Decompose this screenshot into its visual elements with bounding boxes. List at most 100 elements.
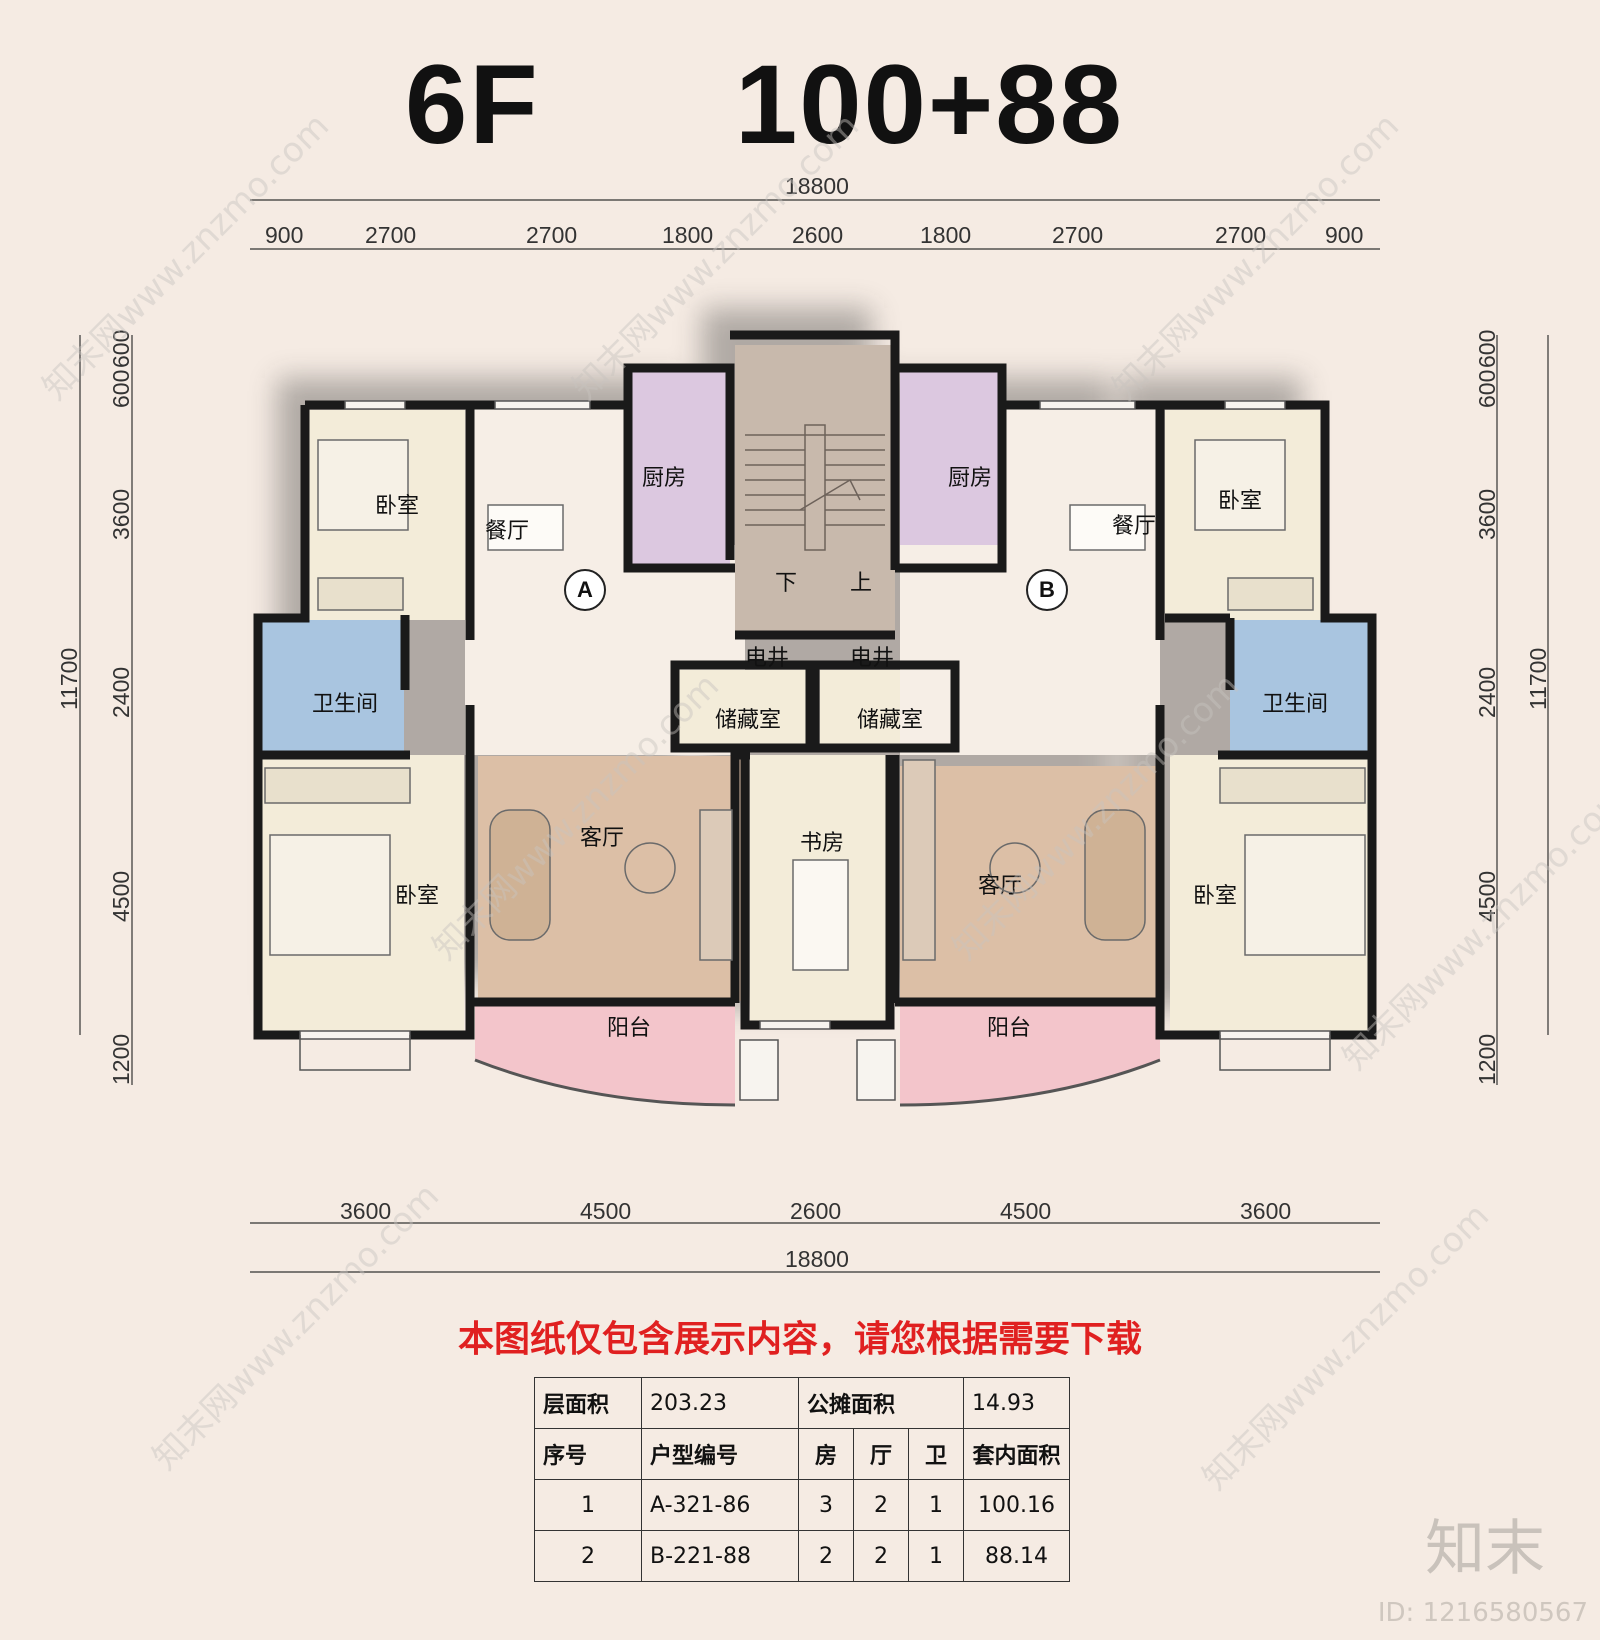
room-bedroom-a-bottom: 卧室 bbox=[395, 884, 440, 909]
bed-b-bottom bbox=[1244, 834, 1366, 956]
brand-logo: 知末 bbox=[1425, 1514, 1545, 1584]
image-id: ID: 1216580567 bbox=[1377, 1598, 1588, 1628]
unit-a-marker-circle bbox=[564, 569, 606, 611]
dim-bottom-2: 4500 bbox=[580, 1198, 632, 1224]
dim-left-2: 600 bbox=[108, 369, 134, 408]
dim-left-6: 1200 bbox=[108, 1033, 134, 1085]
download-notice: 本图纸仅包含展示内容，请您根据需要下载 bbox=[457, 1319, 1142, 1360]
room-shaft-b: 电井 bbox=[850, 646, 895, 671]
dim-top-9: 900 bbox=[1325, 222, 1364, 248]
dim-top-8: 2700 bbox=[1215, 222, 1267, 248]
dim-top-5: 2600 bbox=[792, 222, 844, 248]
col-no: 序号 bbox=[534, 1428, 642, 1480]
room-balcony-b: 阳台 bbox=[987, 1016, 1032, 1041]
dim-bottom-1: 3600 bbox=[340, 1198, 392, 1224]
dim-top-7: 2700 bbox=[1052, 222, 1104, 248]
row-code: A-321-86 bbox=[641, 1479, 799, 1531]
balcony-b-fill bbox=[900, 1003, 1160, 1105]
wardrobe-a-bottom bbox=[264, 767, 411, 804]
row-rooms: 3 bbox=[798, 1479, 854, 1531]
col-area: 套内面积 bbox=[963, 1428, 1070, 1480]
dim-right-1: 600 bbox=[1474, 329, 1500, 368]
room-living-a: 客厅 bbox=[580, 826, 625, 851]
room-living-b: 客厅 bbox=[978, 874, 1023, 899]
wardrobe-a-top bbox=[317, 577, 404, 611]
room-kitchen-a: 厨房 bbox=[642, 466, 687, 491]
dim-overall-bottom: 18800 bbox=[785, 1246, 849, 1272]
shared-area-label: 公摊面积 bbox=[798, 1377, 964, 1429]
wardrobe-b-bottom bbox=[1219, 767, 1366, 804]
bathroom-a-fill bbox=[262, 620, 404, 755]
dining-table-b bbox=[1069, 504, 1146, 551]
room-bedroom-b-bottom: 卧室 bbox=[1193, 884, 1238, 909]
dim-left-overall: 11700 bbox=[56, 647, 82, 710]
dim-right-4: 2400 bbox=[1474, 666, 1500, 718]
dim-top-3: 2700 bbox=[526, 222, 578, 248]
dim-right-5: 4500 bbox=[1474, 870, 1500, 922]
dim-top-2: 2700 bbox=[365, 222, 417, 248]
room-stair-down: 下 bbox=[775, 571, 798, 596]
balcony-a-fill bbox=[475, 1003, 735, 1105]
dim-left-5: 4500 bbox=[108, 870, 134, 922]
dim-right-3: 3600 bbox=[1474, 488, 1500, 540]
floor-area-label: 层面积 bbox=[534, 1377, 642, 1429]
room-balcony-a: 阳台 bbox=[607, 1016, 652, 1041]
kitchen-a-fill bbox=[628, 370, 730, 568]
kitchen-b-fill bbox=[900, 370, 1002, 568]
dim-left-1: 600 bbox=[108, 329, 134, 368]
bed-a-top bbox=[317, 439, 409, 531]
floor-area-value: 203.23 bbox=[641, 1377, 799, 1429]
row-area: 100.16 bbox=[963, 1479, 1070, 1531]
area-table: 层面积 203.23 公摊面积 14.93 序号 户型编号 房 厅 卫 套内面积… bbox=[534, 1377, 1070, 1582]
row-baths: 1 bbox=[908, 1530, 964, 1582]
unit-a-label: A bbox=[577, 577, 593, 602]
room-stair-up: 上 bbox=[850, 571, 873, 596]
row-code: B-221-88 bbox=[641, 1530, 799, 1582]
table-row: 1 A-321-86 3 2 1 100.16 bbox=[534, 1479, 1070, 1531]
dining-table-a bbox=[487, 504, 564, 551]
unit-combo-label: 100+88 bbox=[735, 42, 1124, 167]
room-storage-b: 储藏室 bbox=[857, 708, 924, 733]
dim-overall-top: 18800 bbox=[785, 173, 849, 199]
dim-bottom-3: 2600 bbox=[790, 1198, 842, 1224]
room-shaft-a: 电井 bbox=[745, 646, 790, 671]
col-baths: 卫 bbox=[908, 1428, 964, 1480]
bed-b-top bbox=[1194, 439, 1286, 531]
stair-flights bbox=[745, 424, 885, 551]
unit-b-label: B bbox=[1039, 577, 1055, 602]
hall-b-fill bbox=[900, 545, 1160, 755]
walls bbox=[253, 330, 1377, 1040]
dim-bottom-5: 3600 bbox=[1240, 1198, 1292, 1224]
dim-top-6: 1800 bbox=[920, 222, 972, 248]
wardrobe-b-top bbox=[1227, 577, 1314, 611]
storage-a-fill bbox=[678, 670, 808, 745]
dim-left-4: 2400 bbox=[108, 666, 134, 718]
desk-study bbox=[792, 859, 849, 971]
tv-cabinet-b bbox=[902, 759, 936, 961]
stair-fill bbox=[735, 345, 895, 635]
dimension-lines bbox=[79, 199, 1549, 1273]
room-bedroom-b-top: 卧室 bbox=[1218, 489, 1263, 514]
unit-b-marker-circle bbox=[1026, 569, 1068, 611]
room-kitchen-b: 厨房 bbox=[948, 466, 993, 491]
sofa-a bbox=[489, 809, 551, 941]
row-area: 88.14 bbox=[963, 1530, 1070, 1582]
row-rooms: 2 bbox=[798, 1530, 854, 1582]
tv-cabinet-a bbox=[699, 809, 733, 961]
room-bathroom-a: 卫生间 bbox=[312, 692, 379, 717]
room-dining-a: 餐厅 bbox=[485, 519, 530, 544]
area-summary-row: 层面积 203.23 公摊面积 14.93 bbox=[534, 1377, 1070, 1429]
bathroom-b-fill bbox=[1230, 620, 1372, 755]
col-halls: 厅 bbox=[853, 1428, 909, 1480]
table-row: 2 B-221-88 2 2 1 88.14 bbox=[534, 1530, 1070, 1582]
room-storage-a: 储藏室 bbox=[715, 708, 782, 733]
dim-right-2: 600 bbox=[1474, 369, 1500, 408]
dim-top-1: 900 bbox=[265, 222, 304, 248]
unit-markers bbox=[564, 569, 1068, 611]
dim-bottom-4: 4500 bbox=[1000, 1198, 1052, 1224]
room-bathroom-b: 卫生间 bbox=[1262, 692, 1329, 717]
row-no: 1 bbox=[534, 1479, 642, 1531]
dim-left-3: 3600 bbox=[108, 488, 134, 540]
room-dining-b: 餐厅 bbox=[1112, 514, 1157, 539]
